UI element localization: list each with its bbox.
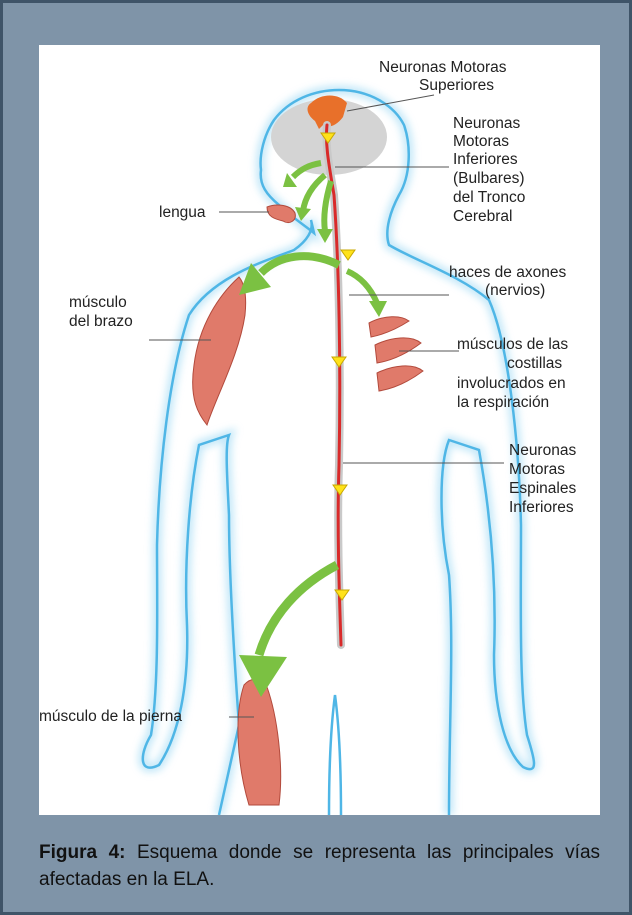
- label-spinal-lower-4: Inferiores: [509, 499, 574, 516]
- caption-prefix: Figura: [39, 842, 97, 863]
- arrowhead-icon: [332, 357, 346, 367]
- figure-caption: Figura 4: Esquema donde se representa la…: [39, 839, 600, 893]
- rib-muscle: [375, 338, 421, 363]
- label-arm-muscle-2: del brazo: [69, 313, 133, 330]
- label-rib-muscles-3: involucrados en: [457, 375, 566, 392]
- label-lower-bulbar-3: Inferiores: [453, 151, 518, 168]
- label-rib-muscles-2: costillas: [507, 355, 562, 372]
- label-lower-bulbar-1: Neuronas: [453, 115, 520, 132]
- label-spinal-lower-3: Espinales: [509, 480, 576, 497]
- label-leg-muscle: músculo de la pierna: [39, 708, 182, 725]
- motor-pathways-diagram: Neuronas Motoras Superiores Neuronas Mot…: [39, 45, 600, 815]
- label-arm-muscle-1: músculo: [69, 294, 127, 311]
- figure-panel: Neuronas Motoras Superiores Neuronas Mot…: [39, 45, 600, 815]
- label-rib-muscles-4: la respiración: [457, 394, 549, 411]
- label-rib-muscles-1: músculos de las: [457, 336, 568, 353]
- rib-muscle: [369, 317, 409, 337]
- label-tongue: lengua: [159, 204, 206, 221]
- label-lower-bulbar-5: del Tronco: [453, 189, 525, 206]
- label-lower-bulbar-4: (Bulbares): [453, 170, 525, 187]
- rib-muscle: [377, 366, 423, 391]
- label-upper-motor-1: Neuronas Motoras: [379, 59, 507, 76]
- arrow-icon: [369, 301, 387, 317]
- label-upper-motor-2: Superiores: [419, 77, 494, 94]
- label-axon-bundles-2: (nervios): [485, 282, 545, 299]
- tongue-muscle: [267, 205, 295, 223]
- label-lower-bulbar-6: Cerebral: [453, 208, 512, 225]
- label-lower-bulbar-2: Motoras: [453, 133, 509, 150]
- label-spinal-lower-2: Motoras: [509, 461, 565, 478]
- green-arrows: [239, 163, 387, 697]
- arrowhead-icon: [341, 250, 355, 260]
- leg-muscle: [238, 679, 281, 805]
- caption-number: 4:: [109, 842, 126, 863]
- label-axon-bundles-1: haces de axones: [449, 264, 566, 281]
- label-spinal-lower-1: Neuronas: [509, 442, 576, 459]
